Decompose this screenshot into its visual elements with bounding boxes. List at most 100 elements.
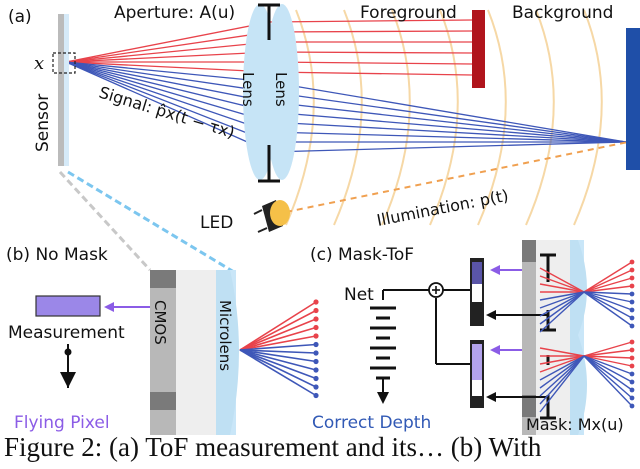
background-label: Background [512,3,613,23]
ray-endpoint [629,323,635,329]
ray-segment [269,111,627,143]
ray-segment [65,41,271,63]
sensor-label: Sensor [33,94,53,152]
ray-endpoint [629,307,635,313]
ray-line [583,355,633,383]
measurement-label: Measurement [8,323,125,343]
ray-line [583,291,633,295]
wavefront-arc [525,9,555,226]
ray-line [539,355,585,397]
ray-endpoint [629,315,635,321]
ray-endpoint [313,367,319,373]
ray-line [583,355,633,407]
ray-segment [269,141,627,153]
ray-endpoint [313,392,319,399]
ray-endpoint [629,403,635,409]
ray-endpoint [629,291,635,297]
ray-line [239,349,317,388]
ray-line [583,349,633,357]
ray-line [583,341,633,357]
ray-endpoint [629,259,635,265]
panel-b-no-mask [35,270,239,435]
ray-segment [65,61,271,93]
ray-segment [65,61,271,83]
ray-endpoint [313,299,319,305]
ray-line [583,291,633,327]
panel-c-title: (c) Mask-ToF [310,245,414,265]
illumination-wavefronts [285,9,603,226]
microlens-label: Microlens [216,300,234,371]
ray-line [239,349,317,380]
ray-line [583,291,633,319]
ray-line [239,301,317,351]
ray-line [539,355,585,413]
ray-endpoint [313,350,319,356]
panel-c-mask-tof [370,240,587,435]
ray-line [539,267,585,293]
ray-line [539,347,585,357]
ray-line [239,343,317,351]
ray-line [583,291,633,303]
lens-pair [243,4,299,180]
ray-endpoint [313,333,319,339]
ray-segment [269,101,627,143]
ray-endpoint [629,267,635,273]
wavefront-arc [381,9,411,226]
ray-segment [269,61,473,65]
pixel-highlight-box [52,52,76,74]
ray-line [539,291,585,301]
ray-line [539,355,585,389]
led-icon [253,200,290,233]
ray-endpoint [313,375,319,382]
ray-segment [269,131,627,143]
wavefront-arc [573,9,603,226]
panel-c-rays [539,259,635,413]
ray-line [583,355,633,367]
cmos-label: CMOS [151,300,169,345]
aperture-stop [258,3,280,183]
ray-endpoint [313,384,319,390]
illumination-ray [285,141,629,213]
ray-line [539,291,585,333]
ray-line [239,318,317,351]
ray-segment [269,51,473,54]
ray-line [239,335,317,351]
ray-endpoint [629,379,635,385]
ray-line [583,261,633,293]
ray-endpoint [629,395,635,401]
ray-line [539,291,585,317]
lens-left-label: Lens [239,72,257,107]
ray-endpoint [629,339,635,345]
ray-segment [65,61,271,113]
ray-line [539,291,585,309]
signal-rays [65,19,627,153]
ray-endpoint [629,275,635,281]
ray-endpoint [629,363,635,369]
ray-endpoint [629,347,635,353]
ray-line [539,355,585,365]
ray-endpoint [313,307,319,314]
ray-endpoint [313,341,319,348]
mask-label: Mask: Mx(u) [526,415,624,434]
wavefront-arc [285,9,315,226]
ray-line [583,291,633,311]
ray-segment [65,61,271,103]
flying-pixel-label: Flying Pixel [14,413,110,433]
panel-b-title: (b) No Mask [6,245,108,265]
ray-segment [269,121,627,143]
ray-line [539,355,585,405]
ray-line [239,349,317,354]
ray-line [583,269,633,293]
ray-endpoint [313,358,319,365]
ray-segment [269,19,473,23]
lens-right-label: Lens [272,72,290,107]
ray-endpoint [313,324,319,331]
panel-a-label: (a) [8,7,32,27]
ray-line [583,355,633,359]
ray-segment [65,51,271,63]
ray-line [539,291,585,325]
ray-segment [65,61,271,73]
ray-segment [269,91,627,143]
ray-line [239,349,317,397]
